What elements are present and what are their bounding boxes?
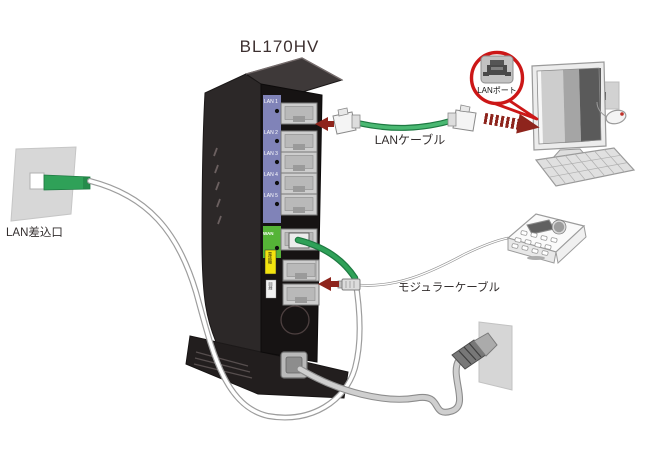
lan-cable-connector-right	[447, 104, 477, 132]
lan-cable-label: LANケーブル	[374, 133, 446, 147]
lan-port-1	[280, 102, 318, 125]
lan-port-3	[280, 151, 318, 174]
line-jack-label: 回線	[268, 282, 274, 290]
lan-label-strip	[263, 95, 281, 223]
power-plug	[451, 332, 498, 370]
phone-port-1	[282, 259, 320, 282]
lan-cable-connector-left	[332, 107, 361, 135]
power-cable	[296, 332, 498, 416]
modular-plug	[337, 278, 361, 291]
arrow-to-phone-port	[318, 277, 339, 291]
lan-port-5	[280, 193, 318, 216]
line-label-white	[265, 279, 277, 299]
lan-port-2	[280, 130, 318, 153]
diagram-title: BL170HV	[239, 37, 320, 56]
lan4-label: LAN 4	[264, 172, 278, 178]
lan1-label: LAN 1	[264, 99, 278, 105]
phone-jack-label: 電話機	[268, 252, 273, 264]
modular-cable	[337, 236, 509, 291]
lan-cable	[332, 104, 477, 135]
wan-loop-cable	[87, 178, 363, 421]
arrow-stripes	[483, 112, 521, 130]
telephone	[506, 213, 587, 264]
router	[185, 57, 349, 399]
arrow-head	[516, 113, 542, 138]
mouse	[596, 101, 627, 125]
lan-port-icon	[480, 55, 514, 84]
monitor	[531, 61, 607, 166]
lan5-label: LAN 5	[264, 193, 278, 199]
phone-keypad	[511, 230, 558, 256]
router-front-face	[201, 73, 262, 353]
wan-label: WAN	[263, 231, 274, 236]
arrow-to-lan-port	[315, 117, 334, 131]
lan-port-callout	[469, 50, 539, 121]
keyboard	[534, 147, 636, 187]
lan-outlet-label: LAN差込口	[6, 227, 63, 239]
computer	[531, 61, 636, 187]
phone-label-yellow	[264, 249, 277, 275]
lan2-label: LAN 2	[264, 130, 278, 136]
router-round-recess	[280, 305, 310, 335]
modular-cable-label: モジュラーケーブル	[398, 282, 501, 294]
phone-dial	[552, 220, 566, 234]
lan3-label: LAN 3	[264, 151, 278, 157]
phone-port-2	[282, 283, 320, 306]
lan-port-4	[280, 172, 318, 195]
lan-wall-outlet	[10, 146, 91, 222]
callout-label: LANポート	[477, 86, 517, 95]
